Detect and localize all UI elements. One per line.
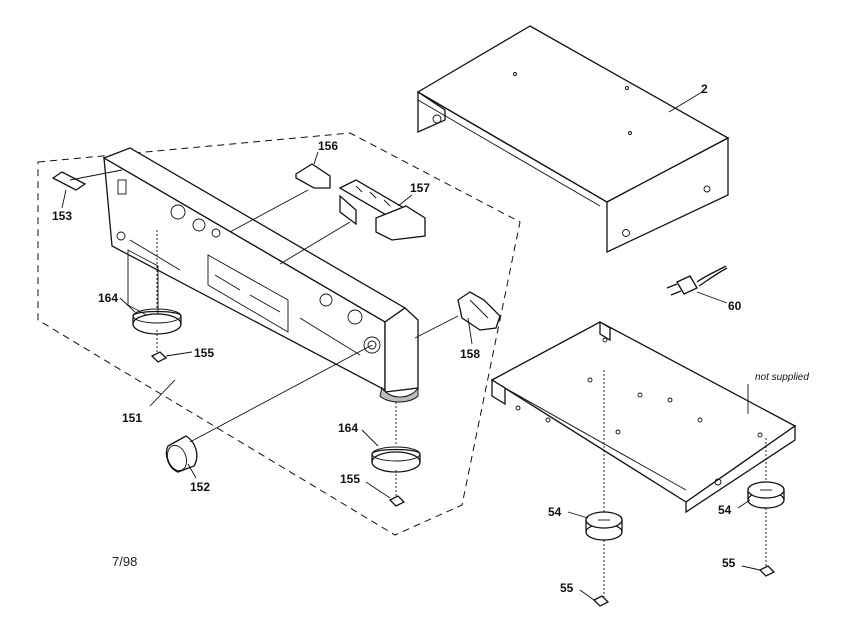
- label-157: 157: [410, 181, 430, 195]
- front-panel: [102, 147, 419, 403]
- part-55-right: [758, 565, 776, 577]
- knob-152: [165, 344, 373, 473]
- part-55-left: [592, 595, 610, 607]
- date-stamp: 7/98: [112, 554, 137, 569]
- label-164-right: 164: [338, 421, 358, 435]
- power-plug: [666, 265, 728, 296]
- label-60: 60: [728, 299, 742, 313]
- label-not-supplied: not supplied: [755, 372, 809, 383]
- part-157: [338, 179, 426, 241]
- label-55-left: 55: [560, 581, 574, 595]
- label-153: 153: [52, 209, 72, 223]
- bottom-chassis: [490, 320, 797, 514]
- label-54-left: 54: [548, 505, 562, 519]
- foot-54-left: [585, 511, 623, 541]
- label-155-center: 155: [340, 472, 360, 486]
- label-152: 152: [190, 480, 210, 494]
- assembly-boundary: [37, 132, 521, 536]
- top-cover: [416, 25, 730, 254]
- part-158: [457, 291, 501, 331]
- label-156: 156: [318, 139, 338, 153]
- label-158: 158: [460, 347, 480, 361]
- part-153: [51, 171, 87, 191]
- label-2: 2: [701, 82, 708, 96]
- label-54-right: 54: [718, 503, 732, 517]
- label-164-left: 164: [98, 291, 118, 305]
- part-155-left: [150, 351, 168, 363]
- label-55-right: 55: [722, 556, 736, 570]
- foot-54-right: [747, 481, 785, 509]
- label-155-left: 155: [194, 346, 214, 360]
- label-151: 151: [122, 411, 142, 425]
- part-155-center: [388, 495, 406, 507]
- foot-164-right: [371, 446, 421, 473]
- part-156: [295, 163, 331, 189]
